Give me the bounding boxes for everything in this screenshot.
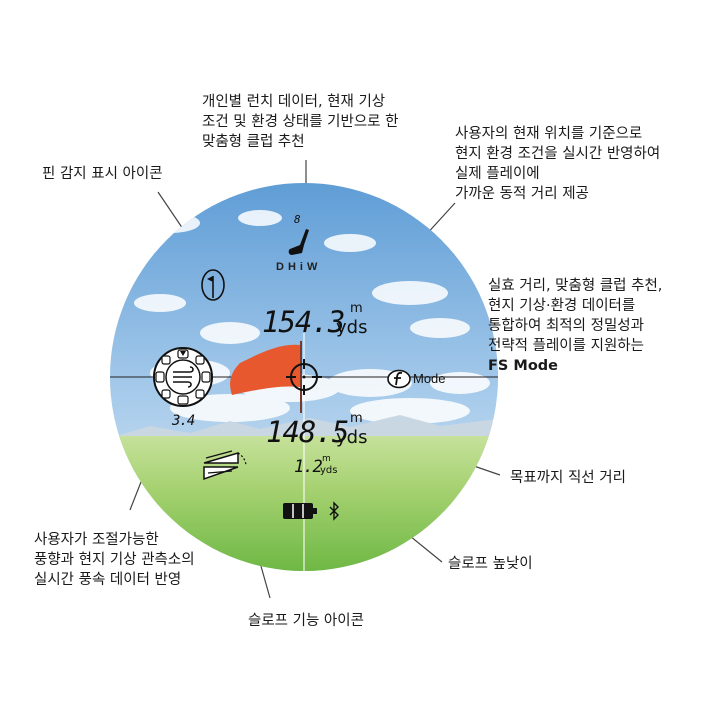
mode-label: Mode bbox=[413, 371, 446, 386]
callout-line: 실제 플레이에 bbox=[455, 166, 540, 182]
slope-value: 1.2 bbox=[294, 457, 323, 477]
straight-unit-yds: yds bbox=[336, 427, 368, 448]
callout-pin-detect: 핀 감지 표시 아이콘 bbox=[42, 164, 163, 184]
callout-line: 실효 거리, 맞춤형 클럽 추천, bbox=[488, 278, 663, 294]
callout-line: 가까운 동적 거리 제공 bbox=[455, 186, 589, 202]
dynamic-distance: 154.3 bbox=[262, 305, 345, 339]
slope-icon bbox=[203, 450, 247, 481]
club-number: 8 bbox=[294, 213, 301, 226]
callout-line: 맞춤형 클럽 추천 bbox=[202, 134, 305, 150]
crosshair-icon bbox=[286, 359, 322, 395]
slope-unit-m: m bbox=[322, 454, 331, 464]
wind-speed: 3.4 bbox=[172, 413, 195, 429]
callout-line: 슬로프 기능 아이콘 bbox=[248, 613, 364, 629]
slope-unit-yds: yds bbox=[320, 465, 338, 476]
clouds bbox=[134, 210, 490, 424]
dynamic-unit-yds: yds bbox=[336, 317, 368, 338]
callout-line: 핀 감지 표시 아이콘 bbox=[42, 166, 163, 182]
callout-line: 개인별 런치 데이터, 현재 기상 bbox=[202, 94, 386, 110]
callout-line: 전략적 플레이를 지원하는 bbox=[488, 338, 644, 354]
straight-distance: 148.5 bbox=[266, 415, 349, 449]
wind-dial-icon bbox=[153, 347, 213, 407]
callout-line: 슬로프 높낮이 bbox=[448, 556, 533, 572]
callout-line: 사용자의 현재 위치를 기준으로 bbox=[455, 126, 643, 142]
callout-fs-mode: 실효 거리, 맞춤형 클럽 추천, 현지 기상·환경 데이터를 통합하여 최적의… bbox=[488, 276, 662, 376]
brand-logo: DHiW bbox=[276, 261, 322, 273]
callout-dynamic-distance: 사용자의 현재 위치를 기준으로 현지 환경 조건을 실시간 반영하여 실제 플… bbox=[455, 124, 660, 204]
pin-flag-icon bbox=[201, 269, 225, 301]
dynamic-unit-m: m bbox=[350, 301, 363, 316]
callout-line: 목표까지 직선 거리 bbox=[510, 470, 626, 486]
callout-wind: 사용자가 조절가능한 풍향과 현지 기상 관측소의 실시간 풍속 데이터 반영 bbox=[34, 530, 195, 590]
battery-icon bbox=[283, 503, 317, 519]
callout-slope-height: 슬로프 높낮이 bbox=[448, 554, 533, 574]
callout-slope-icon: 슬로프 기능 아이콘 bbox=[248, 611, 364, 631]
callout-straight-distance: 목표까지 직선 거리 bbox=[510, 468, 626, 488]
callout-line: 현지 기상·환경 데이터를 bbox=[488, 298, 636, 314]
flag-shape bbox=[230, 344, 300, 395]
callout-line: 풍향과 현지 기상 관측소의 bbox=[34, 552, 195, 568]
callout-club-recommend: 개인별 런치 데이터, 현재 기상 조건 및 환경 상태를 기반으로 한 맞춤형… bbox=[202, 92, 398, 152]
callout-line: 통합하여 최적의 정밀성과 bbox=[488, 318, 644, 334]
callout-line: 현지 환경 조건을 실시간 반영하여 bbox=[455, 146, 661, 162]
callout-line: 조건 및 환경 상태를 기반으로 한 bbox=[202, 114, 399, 130]
iron-club-icon bbox=[288, 229, 309, 255]
bluetooth-icon bbox=[329, 501, 339, 521]
callout-line: 실시간 풍속 데이터 반영 bbox=[34, 572, 182, 588]
fs-mode-icon bbox=[387, 369, 411, 389]
callout-line: 사용자가 조절가능한 bbox=[34, 532, 159, 548]
rangefinder-view: 8 DHiW 154.3 m yds 3.4 bbox=[110, 183, 498, 571]
callout-line-bold: FS Mode bbox=[488, 358, 559, 374]
straight-unit-m: m bbox=[350, 411, 363, 426]
